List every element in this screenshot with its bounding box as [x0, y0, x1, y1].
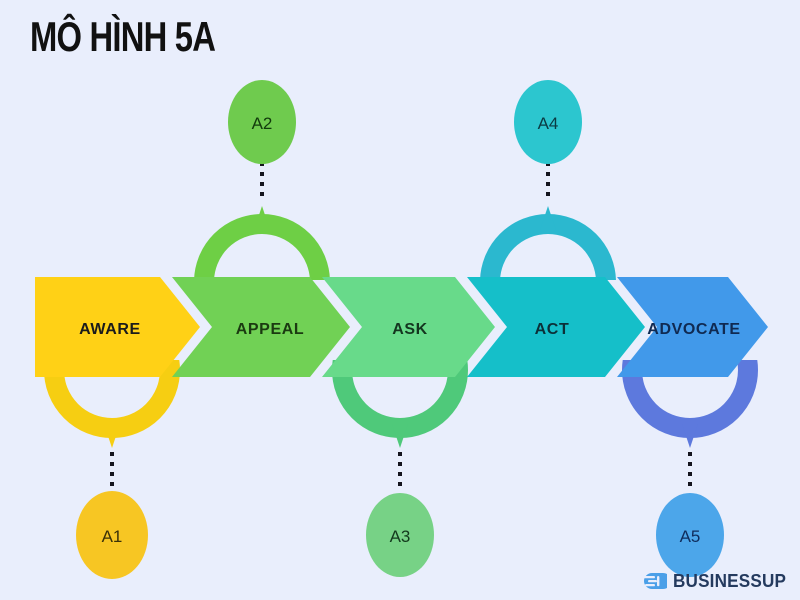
stage-label-aware: AWARE	[79, 321, 141, 338]
stage-label-act: ACT	[535, 321, 570, 338]
marker-label-a4: A4	[538, 114, 559, 133]
stage-label-ask: ASK	[392, 321, 428, 338]
page-title: MÔ HÌNH 5A	[30, 13, 216, 60]
businessup-speed-icon	[643, 573, 667, 589]
arc-pointer-aware	[104, 424, 120, 448]
arc-pointer-ask	[392, 424, 408, 448]
marker-label-a3: A3	[390, 527, 411, 546]
arc-pointer-advocate	[682, 424, 698, 448]
stage-band-appeal[interactable]	[172, 277, 350, 377]
marker-bubble-a3[interactable]	[366, 493, 434, 577]
stage-band-advocate[interactable]	[617, 277, 768, 377]
marker-bubble-a1[interactable]	[76, 491, 148, 579]
stage-band-group	[35, 277, 768, 377]
arc-pointer-act	[540, 206, 556, 230]
connector-group	[110, 162, 692, 492]
arc-pointer-appeal	[254, 206, 270, 230]
marker-label-a2: A2	[252, 114, 273, 133]
brand-logo[interactable]: BUSINESSUP	[643, 570, 792, 592]
marker-bubble-a5[interactable]	[656, 493, 724, 577]
stage-label-appeal: APPEAL	[236, 321, 305, 338]
marker-bubble-a2[interactable]	[228, 80, 296, 164]
stage-band-aware[interactable]	[35, 277, 200, 377]
marker-label-a1: A1	[102, 527, 123, 546]
marker-label-a5: A5	[680, 527, 701, 546]
stage-label-advocate: ADVOCATE	[647, 321, 740, 338]
stage-band-ask[interactable]	[322, 277, 495, 377]
marker-bubble-a4[interactable]	[514, 80, 582, 164]
stage-band-act[interactable]	[467, 277, 645, 377]
marker-group: A1 A2 A3 A4 A5	[76, 80, 724, 579]
brand-name: BUSINESSUP	[672, 570, 787, 591]
